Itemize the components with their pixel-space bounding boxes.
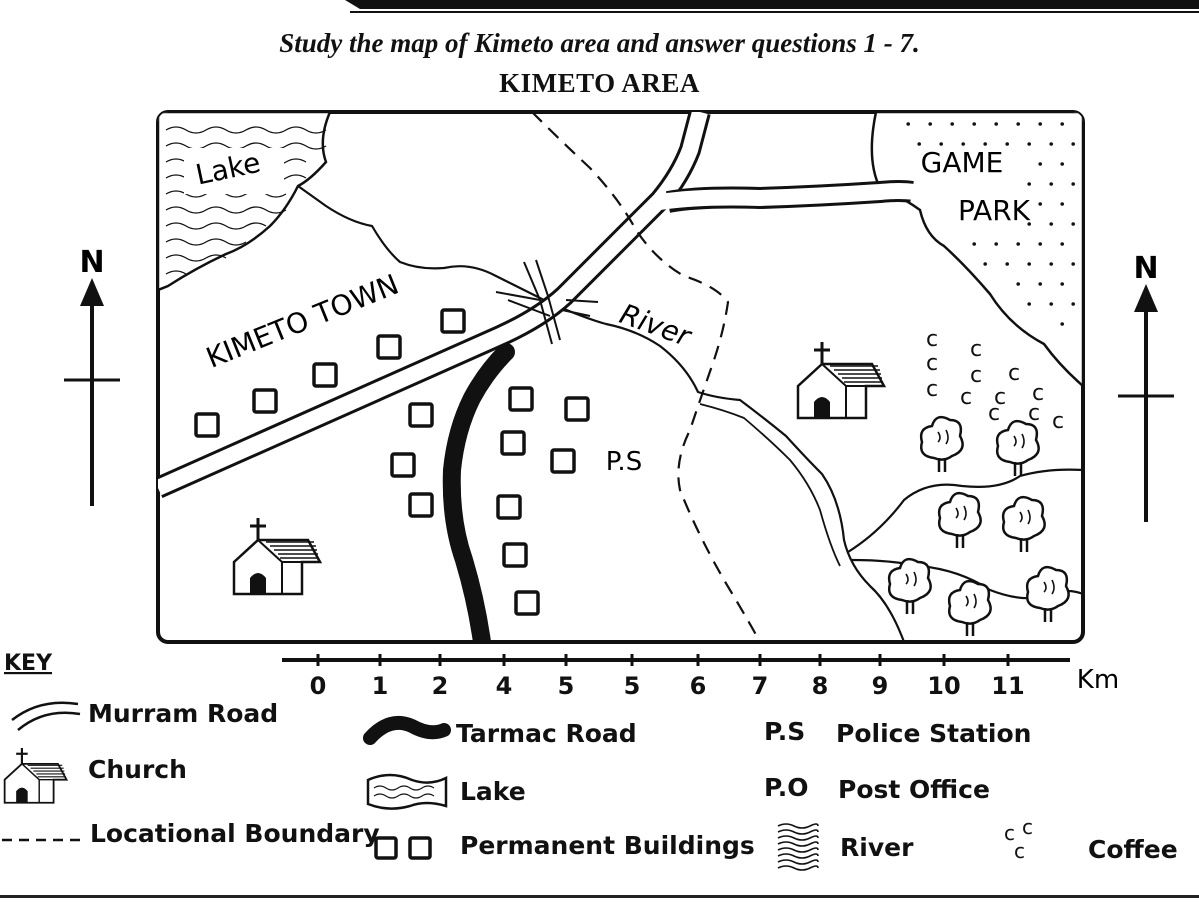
scale-tick-label: 8 bbox=[812, 672, 829, 700]
scale-tick-label: 5 bbox=[624, 672, 641, 700]
key-murram-road-symbol bbox=[11, 701, 81, 731]
north-label: N bbox=[79, 245, 104, 280]
key-po-label: Post Office bbox=[838, 775, 990, 804]
key-tarmac-road-label: Tarmac Road bbox=[456, 719, 637, 748]
coffee-mark: c bbox=[1028, 401, 1040, 426]
coffee-mark: c bbox=[1032, 381, 1044, 406]
key-boundary-label: Locational Boundary bbox=[90, 819, 380, 848]
key-heading: KEY bbox=[4, 651, 53, 676]
key-church-icon bbox=[3, 746, 68, 804]
coffee-mark: c bbox=[970, 363, 982, 388]
key-buildings-label: Permanent Buildings bbox=[460, 831, 755, 860]
bridge-crossing bbox=[495, 259, 599, 345]
map-title: KIMETO AREA bbox=[499, 68, 700, 98]
instruction-text: Study the map of Kimeto area and answer … bbox=[279, 28, 920, 58]
scale-tick-label: 10 bbox=[927, 672, 960, 700]
north-arrow-left: N bbox=[64, 245, 120, 506]
scale-tick-label: 6 bbox=[690, 672, 707, 700]
coffee-mark: c bbox=[970, 337, 982, 362]
scale-tick-label: 2 bbox=[432, 672, 449, 700]
game-park-label-2: PARK bbox=[958, 194, 1031, 227]
key-po-code: P.O bbox=[764, 773, 808, 802]
bottom-border bbox=[0, 895, 1199, 898]
coffee-mark: c bbox=[994, 385, 1006, 410]
murram-road bbox=[158, 112, 916, 499]
locational-boundary bbox=[531, 112, 761, 642]
scale-tick-label: 11 bbox=[991, 672, 1024, 700]
north-label: N bbox=[1133, 251, 1158, 286]
key-murram-road-label: Murram Road bbox=[88, 699, 278, 728]
scale-tick-label: 5 bbox=[558, 672, 575, 700]
key-river-label: River bbox=[840, 833, 914, 862]
key-lake-symbol bbox=[366, 773, 448, 810]
coffee-mark: c bbox=[926, 377, 938, 402]
scale-bar: 0 1 2 4 5 5 6 7 8 9 10 11 Km bbox=[282, 654, 1119, 700]
scale-tick-label: 1 bbox=[372, 672, 389, 700]
coffee-mark: c bbox=[926, 327, 938, 352]
scale-tick-label: 4 bbox=[496, 672, 513, 700]
key-ps-label: Police Station bbox=[836, 719, 1031, 748]
lake-area bbox=[158, 112, 332, 292]
map-key: KEY Murram Road Church Locational Bounda… bbox=[2, 651, 1178, 871]
svg-text:c: c bbox=[1004, 821, 1015, 845]
coffee-mark: c bbox=[960, 385, 972, 410]
svg-text:c: c bbox=[1014, 839, 1025, 863]
key-ps-code: P.S bbox=[764, 717, 805, 746]
key-river-symbol bbox=[777, 823, 819, 871]
river-main bbox=[297, 185, 906, 642]
scale-tick-label: 0 bbox=[310, 672, 327, 700]
key-tarmac-road-symbol bbox=[363, 716, 451, 745]
svg-text:c: c bbox=[1022, 815, 1033, 839]
tarmac-road bbox=[442, 343, 515, 642]
game-park-label: GAME bbox=[921, 146, 1004, 179]
key-lake-label: Lake bbox=[460, 777, 526, 806]
top-border bbox=[0, 0, 1199, 16]
scale-unit: Km bbox=[1077, 665, 1119, 695]
police-station-label: P.S bbox=[606, 447, 642, 477]
coffee-mark: c bbox=[988, 401, 1000, 426]
coffee-mark: c bbox=[926, 351, 938, 376]
coffee-mark: c bbox=[1052, 409, 1064, 434]
north-arrow-right: N bbox=[1118, 251, 1174, 522]
key-buildings-symbol bbox=[374, 836, 432, 860]
scale-tick-label: 9 bbox=[872, 672, 889, 700]
key-coffee-label: Coffee bbox=[1088, 835, 1178, 864]
key-church-label: Church bbox=[88, 755, 187, 784]
coffee-mark: c bbox=[1008, 361, 1020, 386]
scale-tick-label: 7 bbox=[752, 672, 769, 700]
